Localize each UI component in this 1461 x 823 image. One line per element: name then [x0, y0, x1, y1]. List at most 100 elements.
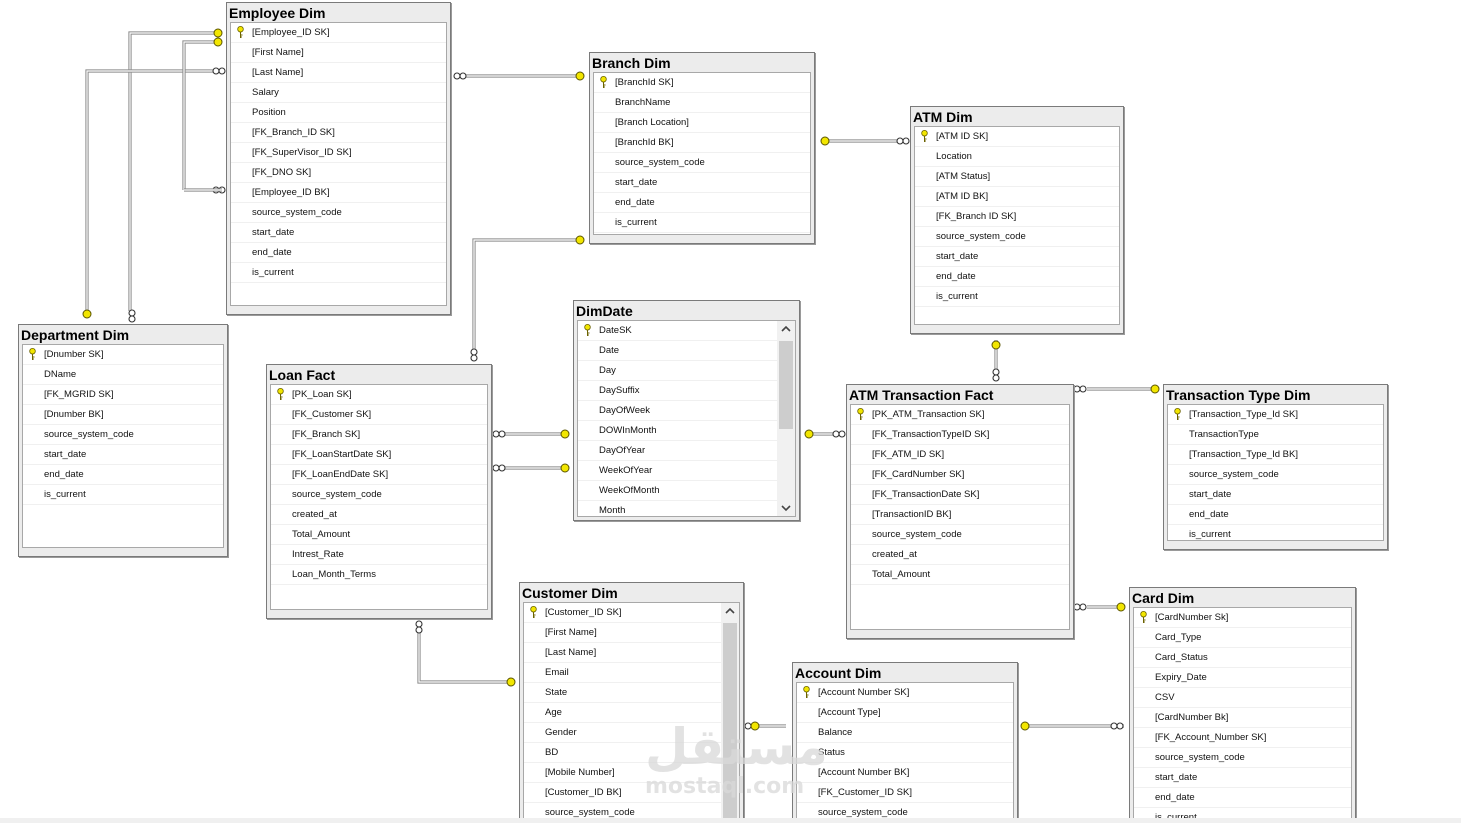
column-row[interactable]: [Account Number SK] [797, 683, 1013, 703]
column-row[interactable]: [PK_ATM_Transaction SK] [851, 405, 1069, 425]
column-row[interactable]: [FK_Branch ID SK] [915, 207, 1119, 227]
column-row[interactable]: [FK_LoanStartDate SK] [271, 445, 487, 465]
column-row[interactable]: [FK_Customer SK] [271, 405, 487, 425]
column-row[interactable]: [First Name] [524, 623, 721, 643]
column-row[interactable]: WeekOfYear [578, 461, 777, 481]
column-row[interactable]: CSV [1134, 688, 1351, 708]
column-row[interactable]: Total_Amount [851, 565, 1069, 585]
table-title[interactable]: Employee Dim [229, 5, 326, 21]
relationship-line[interactable] [472, 238, 584, 352]
column-row[interactable]: start_date [23, 445, 223, 465]
column-row[interactable]: [FK_DNO SK] [231, 163, 446, 183]
column-row[interactable]: start_date [1168, 485, 1383, 505]
relationship-line[interactable] [417, 630, 514, 684]
column-row[interactable]: source_system_code [915, 227, 1119, 247]
column-row[interactable]: Card_Status [1134, 648, 1351, 668]
column-row[interactable]: source_system_code [231, 203, 446, 223]
column-row[interactable]: [FK_ATM_ID SK] [851, 445, 1069, 465]
relationship-line[interactable] [418, 630, 514, 683]
vertical-scrollbar[interactable] [721, 603, 739, 822]
column-row[interactable]: is_current [594, 213, 810, 233]
column-row[interactable]: [FK_CardNumber SK] [851, 465, 1069, 485]
column-row[interactable]: [Last Name] [231, 63, 446, 83]
column-row[interactable]: Balance [797, 723, 1013, 743]
relationship-line[interactable] [128, 31, 222, 311]
column-row[interactable]: BranchName [594, 93, 810, 113]
table-atm-transaction-fact[interactable]: ATM Transaction Fact [PK_ATM_Transaction… [846, 384, 1074, 639]
relationship-line[interactable] [182, 40, 222, 190]
column-row[interactable]: Age [524, 703, 721, 723]
column-row[interactable]: [FK_TransactionDate SK] [851, 485, 1069, 505]
column-row[interactable]: Status [797, 743, 1013, 763]
column-row[interactable]: WeekOfMonth [578, 481, 777, 501]
column-row[interactable]: Email [524, 663, 721, 683]
column-row[interactable]: [ATM Status] [915, 167, 1119, 187]
column-row[interactable]: [Transaction_Type_Id SK] [1168, 405, 1383, 425]
column-row[interactable]: end_date [23, 465, 223, 485]
relationship-line[interactable] [129, 32, 222, 311]
column-row[interactable]: [BranchId SK] [594, 73, 810, 93]
column-row[interactable]: source_system_code [1168, 465, 1383, 485]
table-department-dim[interactable]: Department Dim [Dnumber SK]DName[FK_MGRI… [18, 324, 228, 557]
relationship-line[interactable] [86, 70, 222, 311]
column-row[interactable]: source_system_code [797, 803, 1013, 822]
table-title[interactable]: Card Dim [1132, 590, 1195, 606]
column-row[interactable]: Month [578, 501, 777, 516]
table-branch-dim[interactable]: Branch Dim [BranchId SK]BranchName[Branc… [589, 52, 815, 244]
column-row[interactable]: [FK_TransactionTypeID SK] [851, 425, 1069, 445]
column-row[interactable]: [ATM ID SK] [915, 127, 1119, 147]
column-row[interactable]: [BranchId BK] [594, 133, 810, 153]
scroll-down-arrow-icon[interactable] [777, 500, 795, 516]
column-row[interactable]: is_current [1134, 808, 1351, 822]
column-row[interactable]: [Branch Location] [594, 113, 810, 133]
column-row[interactable]: DayOfWeek [578, 401, 777, 421]
scroll-up-arrow-icon[interactable] [721, 603, 739, 619]
column-row[interactable]: created_at [851, 545, 1069, 565]
column-row[interactable]: [PK_Loan SK] [271, 385, 487, 405]
relationship-line[interactable] [473, 239, 584, 352]
column-row[interactable]: [Account Number BK] [797, 763, 1013, 783]
column-row[interactable]: [FK_Branch_ID SK] [231, 123, 446, 143]
column-row[interactable]: Expiry_Date [1134, 668, 1351, 688]
scrollbar-thumb[interactable] [723, 623, 737, 822]
column-row[interactable]: Card_Type [1134, 628, 1351, 648]
column-row[interactable]: [FK_Account_Number SK] [1134, 728, 1351, 748]
relationship-line[interactable] [183, 41, 222, 190]
column-row[interactable]: end_date [231, 243, 446, 263]
column-row[interactable]: [ATM ID BK] [915, 187, 1119, 207]
column-row[interactable]: [Employee_ID BK] [231, 183, 446, 203]
column-row[interactable]: start_date [231, 223, 446, 243]
column-row[interactable]: TransactionType [1168, 425, 1383, 445]
column-row[interactable]: start_date [1134, 768, 1351, 788]
table-title[interactable]: Transaction Type Dim [1166, 387, 1311, 403]
column-row[interactable]: source_system_code [1134, 748, 1351, 768]
column-row[interactable]: created_at [271, 505, 487, 525]
table-title[interactable]: DimDate [576, 303, 633, 319]
column-row[interactable]: DayOfYear [578, 441, 777, 461]
scroll-up-arrow-icon[interactable] [777, 321, 795, 337]
column-row[interactable]: [Transaction_Type_Id BK] [1168, 445, 1383, 465]
column-row[interactable]: [Dnumber SK] [23, 345, 223, 365]
column-row[interactable]: [FK_Branch SK] [271, 425, 487, 445]
column-row[interactable]: Position [231, 103, 446, 123]
table-title[interactable]: Department Dim [21, 327, 130, 343]
column-row[interactable]: Intrest_Rate [271, 545, 487, 565]
vertical-scrollbar[interactable] [777, 321, 795, 516]
column-row[interactable]: source_system_code [851, 525, 1069, 545]
column-row[interactable]: Salary [231, 83, 446, 103]
column-row[interactable]: DaySuffix [578, 381, 777, 401]
column-row[interactable]: [FK_LoanEndDate SK] [271, 465, 487, 485]
column-row[interactable]: State [524, 683, 721, 703]
column-row[interactable]: source_system_code [271, 485, 487, 505]
column-row[interactable]: is_current [231, 263, 446, 283]
table-title[interactable]: Loan Fact [269, 367, 336, 383]
table-title[interactable]: ATM Dim [913, 109, 973, 125]
column-row[interactable]: [CardNumber Bk] [1134, 708, 1351, 728]
column-row[interactable]: is_current [915, 287, 1119, 307]
column-row[interactable]: [FK_SuperVisor_ID SK] [231, 143, 446, 163]
table-title[interactable]: Customer Dim [522, 585, 618, 601]
column-row[interactable]: source_system_code [23, 425, 223, 445]
column-row[interactable]: [Account Type] [797, 703, 1013, 723]
